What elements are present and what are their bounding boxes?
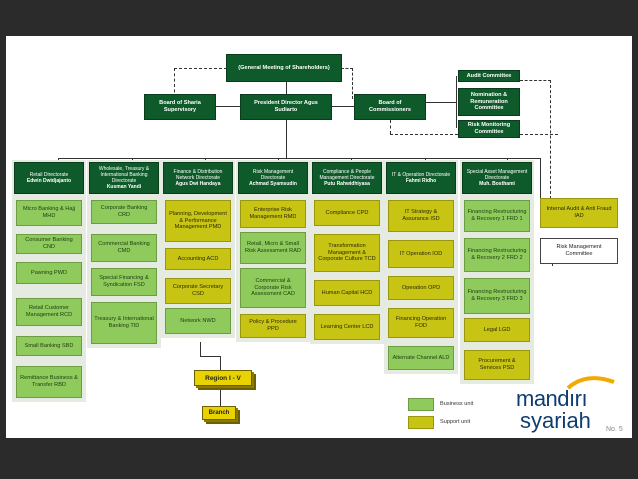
unit-box: Treasury & International Banking TID <box>91 302 157 344</box>
connector <box>200 356 220 357</box>
unit-box: Alternate Channel ALD <box>388 346 454 370</box>
directorate-title: Compliance & People Management Directora… <box>319 168 375 181</box>
unit-box: Procurement & Services PSD <box>464 350 530 380</box>
brand-mandiri: mandırı <box>516 386 588 411</box>
directorate-title: Special Asset Management Directorate <box>466 168 528 181</box>
connector <box>540 158 541 198</box>
unit-box: Corporate Banking CRD <box>91 200 157 224</box>
unit-box: Learning Center LCD <box>314 314 380 340</box>
unit-box: Financing Operation FOD <box>388 308 454 338</box>
dashed-connector <box>390 120 392 134</box>
directorate-title: Wholesale, Treasury & International Bank… <box>98 165 150 185</box>
dashed-connector <box>520 80 551 199</box>
directorate-header: Compliance & People Management Directora… <box>312 162 382 194</box>
unit-box: Retail Customer Management RCD <box>16 298 82 326</box>
gms-box: (General Meeting of Shareholders) <box>226 54 342 82</box>
unit-box: Micro Banking & Hajj MHD <box>16 200 82 226</box>
unit-box: Operation OPD <box>388 276 454 300</box>
directorate-title: IT & Operation Directorate <box>391 171 451 178</box>
connector <box>456 76 457 128</box>
directorate-head-name: Muh. Bosthami <box>479 181 515 188</box>
unit-box: Compliance CPD <box>314 200 380 226</box>
unit-box: Financing Restructuring & Recovery 3 FRD… <box>464 278 530 314</box>
directorate-title: Finance & Distribution Network Directora… <box>173 168 223 181</box>
branch-box: Branch <box>202 406 236 420</box>
unit-box: Corporate Secretary CSD <box>165 278 231 304</box>
unit-box: Network NWD <box>165 308 231 334</box>
region-box: Region I - V <box>194 370 252 386</box>
connector <box>426 102 456 103</box>
audit-committee-box: Audit Committee <box>458 70 520 82</box>
nomination-committee-box: Nomination & Remuneration Committee <box>458 88 520 116</box>
unit-box: Commercial Banking CMD <box>91 234 157 262</box>
connector <box>200 342 201 356</box>
directorate-header: Finance & Distribution Network Directora… <box>163 162 233 194</box>
directorate-head-name: Edwin Dwidjajanto <box>26 178 72 184</box>
org-chart-slide: (General Meeting of Shareholders) Board … <box>6 36 632 438</box>
connector <box>220 386 221 406</box>
directorate-title: Retail Directorate <box>29 171 69 178</box>
mandiri-swoosh-icon <box>566 376 615 390</box>
brand-syariah: syariah <box>520 408 591 433</box>
risk-monitoring-committee-box: Risk Monitoring Committee <box>458 120 520 138</box>
connector <box>216 106 240 107</box>
legend-business-label: Business unit <box>440 401 474 407</box>
legend-business-swatch <box>408 398 434 411</box>
unit-box: Special Financing & Syndication FSD <box>91 268 157 296</box>
connector <box>286 120 287 158</box>
directorate-title: Risk Management Directorate <box>252 168 294 181</box>
directorate-column-bg <box>460 160 534 384</box>
page-number: No. 5 <box>606 426 623 433</box>
unit-box: Enterprise Risk Management RMD <box>240 200 306 228</box>
unit-box: Consumer Banking CND <box>16 234 82 254</box>
commissioners-box: Board of Commissioners <box>354 94 426 120</box>
directorate-header: Wholesale, Treasury & International Bank… <box>89 162 159 194</box>
unit-box: Remittance Business & Transfer RBD <box>16 366 82 398</box>
directorate-head-name: Achmad Syamsudin <box>249 181 297 188</box>
directorate-head-name: Putu Rahwidhiyasa <box>324 181 370 188</box>
directorate-head-name: Agus Dwi Handaya <box>175 181 221 188</box>
unit-box: Retail, Micro & Small Risk Assessment RA… <box>240 232 306 264</box>
connector <box>508 158 541 159</box>
unit-box: Small Banking SBD <box>16 336 82 356</box>
legend-support-swatch <box>408 416 434 429</box>
connector <box>220 356 221 370</box>
dashed-connector <box>174 68 227 103</box>
directorate-head-name: Fahmi Ridho <box>405 178 437 184</box>
internal-audit-box: Internal Audit & Anti Fraud IAD <box>540 198 618 228</box>
legend-support-label: Support unit <box>440 419 471 425</box>
unit-box: IT Operation IOD <box>388 240 454 268</box>
unit-box: Transformation Management & Corporate Cu… <box>314 234 380 272</box>
unit-box: Policy & Procedure PPD <box>240 314 306 338</box>
connector <box>58 158 508 159</box>
dashed-connector <box>332 68 353 99</box>
unit-box: Pawning PWD <box>16 262 82 284</box>
connector <box>332 106 354 107</box>
unit-box: IT Strategy & Assurance ISD <box>388 200 454 232</box>
president-director-box: President Director Agus Sudiarto <box>240 94 332 120</box>
unit-box: Financing Restructuring & Recovery 1 FRD… <box>464 200 530 232</box>
unit-box: Legal LGD <box>464 318 530 342</box>
risk-committee-box: Risk Management Committee <box>540 238 618 264</box>
sharia-board-box: Board of Sharia Supervisory <box>144 94 216 120</box>
unit-box: Human Capital HCD <box>314 280 380 306</box>
unit-box: Commercial & Corporate Risk Assessment C… <box>240 268 306 308</box>
unit-box: Accounting ACD <box>165 248 231 270</box>
directorate-head-name: Kusman Yandi <box>106 184 142 191</box>
unit-box: Planning, Development & Performance Mana… <box>165 200 231 242</box>
unit-box: Financing Restructuring & Recovery 2 FRD… <box>464 238 530 272</box>
connector <box>286 82 287 96</box>
